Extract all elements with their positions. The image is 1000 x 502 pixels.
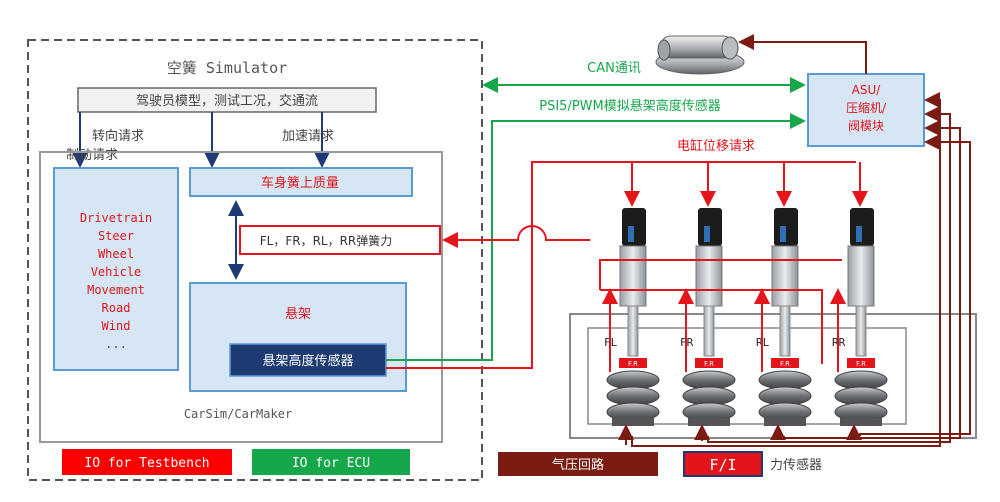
vehicle-item: Wheel [98, 247, 134, 261]
air-spring-bellow [683, 387, 735, 405]
brake-request-label: 制动请求 [66, 148, 118, 163]
suspension-label: 悬架 [285, 307, 311, 322]
air-spring-bellow [607, 387, 659, 405]
air-spring-base [612, 418, 654, 426]
actuator-group: FLF.RFRF.RRLF.RRRF.R [604, 162, 887, 426]
vehicle-item: Road [102, 301, 131, 315]
height-sensor-label: 悬架高度传感器 [262, 353, 353, 369]
driver-model-label: 驾驶员模型，测试工况，交通流 [136, 93, 318, 109]
actuator-rod [856, 306, 866, 356]
air-spring-base [840, 418, 882, 426]
steer-request-label: 转向请求 [92, 128, 144, 144]
simulator-title: 空簧 Simulator [167, 59, 287, 77]
air-circuit-line [708, 114, 950, 442]
actuator-motor-stripe [628, 226, 634, 242]
actuator-cylinder [620, 246, 646, 306]
force-sensor-tag-label: F.R [704, 360, 714, 368]
air-spring-bellow [835, 371, 887, 389]
vehicle-item: Movement [87, 283, 145, 297]
actuator-cylinder [772, 246, 798, 306]
spring-force-line [446, 226, 590, 240]
vehicle-item: Vehicle [91, 265, 142, 279]
accel-request-label: 加速请求 [282, 129, 334, 144]
asu-line2: 压缩机/ [846, 100, 887, 115]
io-testbench-label: IO for Testbench [84, 456, 209, 471]
force-sensor-tag-label: F.R [856, 360, 866, 368]
air-spring-bellow [607, 371, 659, 389]
air-spring-bellow [683, 371, 735, 389]
air-spring-bellow [835, 387, 887, 405]
actuator-motor-stripe [704, 226, 710, 242]
vehicle-item: ... [105, 337, 127, 351]
vehicle-item: Wind [102, 319, 131, 333]
tank-line [742, 42, 866, 74]
sprung-mass-label: 车身簧上质量 [261, 175, 339, 191]
air-spring-bellow [759, 371, 811, 389]
actuator-cylinder [696, 246, 722, 306]
spring-force-label: FL，FR，RL，RR弹簧力 [260, 233, 393, 248]
force-sensor-label: 力传感器 [770, 457, 822, 473]
carsim-label: CarSim/CarMaker [184, 407, 292, 421]
actuator-rod [780, 306, 790, 356]
actuator-rod [704, 306, 714, 356]
force-legend-label: F/I [709, 456, 736, 474]
actuator-motor-stripe [856, 226, 862, 242]
vehicle-item: Steer [98, 229, 134, 243]
asu-line3: 阀模块 [848, 119, 884, 133]
compressor-tank-image [656, 36, 744, 74]
actuator-cylinder [848, 246, 874, 306]
air-spring-base [764, 418, 806, 426]
cylinder-request-label: 电缸位移请求 [677, 138, 755, 154]
can-label: CAN通讯 [587, 61, 641, 76]
air-spring-bellow [759, 387, 811, 405]
actuator-rod [628, 306, 638, 356]
asu-line1: ASU/ [852, 83, 882, 97]
io-ecu-label: IO for ECU [292, 456, 370, 471]
vehicle-item: Drivetrain [80, 211, 152, 225]
actuator-motor-stripe [780, 226, 786, 242]
air-spring-base [688, 418, 730, 426]
air-circuit-label: 气压回路 [552, 457, 604, 473]
psi5-label: PSI5/PWM模拟悬架高度传感器 [539, 98, 721, 114]
force-sensor-tag-label: F.R [780, 360, 790, 368]
force-sensor-tag-label: F.R [628, 360, 638, 368]
